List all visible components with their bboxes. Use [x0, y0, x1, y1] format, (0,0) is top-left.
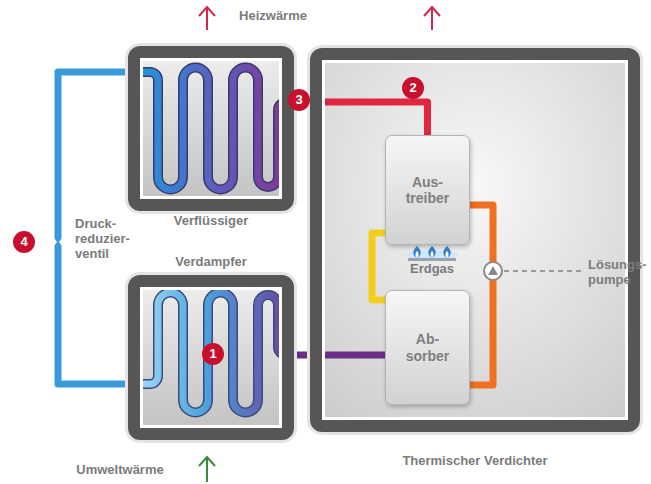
heat-arrow-head: [424, 7, 440, 16]
gas-flame: [428, 246, 436, 258]
label-holder: 4: [13, 231, 35, 253]
label-holder: Erdgas: [410, 262, 454, 277]
heat-arrow: [206, 8, 208, 30]
condenser-coil-outline: [132, 67, 296, 189]
pump-symbol: [484, 262, 502, 280]
ambient-arrow-head: [199, 457, 215, 466]
valve-pinch: [59, 233, 66, 251]
heat-arrow-head: [199, 7, 215, 16]
flame-core: [446, 251, 449, 258]
gas-flame: [443, 246, 451, 258]
heat-output-label: Heizwärme: [239, 9, 307, 24]
callout-number: 1: [202, 343, 224, 365]
gas-flame: [413, 246, 421, 258]
ambient-heat-label: Umweltwärme: [76, 463, 163, 478]
evaporator-coil: [132, 293, 296, 413]
flame-core: [431, 251, 434, 258]
callout-number: 4: [13, 231, 35, 253]
label-holder: 2: [402, 77, 424, 99]
label-holder: 3: [288, 89, 310, 111]
callout-number: 3: [288, 89, 310, 111]
box-label: Ab- sorber: [406, 331, 450, 363]
weak-solution-pipe: [372, 233, 385, 300]
heat-arrow: [431, 8, 433, 30]
valve-pinch: [50, 233, 57, 251]
flame-core: [416, 251, 419, 258]
box-label: Aus- treiber: [406, 174, 450, 206]
pump-label: Lösungs- pumpe: [588, 258, 647, 288]
label-holder: Heizwärme: [239, 9, 307, 24]
absorber-box: Ab- sorber: [385, 290, 470, 405]
label-holder: Lösungs- pumpe: [588, 258, 647, 288]
condenser-coil: [132, 67, 296, 189]
vapour-pipe: [294, 352, 385, 359]
valve-label: Druck- reduzier- ventil: [75, 217, 130, 262]
rich-solution-pipe: [470, 205, 493, 385]
generator-box: Aus- treiber: [385, 135, 470, 245]
compressor-interior: [322, 60, 628, 420]
box-heading: Verflüssiger: [140, 214, 282, 229]
callout-number: 2: [402, 77, 424, 99]
box-heading: Thermischer Verdichter: [322, 454, 628, 469]
burner: [408, 258, 456, 261]
label-holder: Umweltwärme: [76, 463, 163, 478]
evaporator-coil-outline: [132, 293, 296, 413]
label-holder: 1: [202, 343, 224, 365]
box-heading: Verdampfer: [140, 255, 282, 270]
thermal-compressor-box: Thermischer VerdichterAus- treiberAb- so…: [310, 48, 640, 432]
leader-line: [504, 270, 582, 272]
condenser-box: Verflüssiger: [128, 46, 294, 211]
gas-label: Erdgas: [410, 262, 454, 277]
pump-symbol-arrow: [488, 266, 498, 275]
label-holder: Druck- reduzier- ventil: [75, 217, 130, 262]
ambient-arrow: [206, 458, 208, 482]
